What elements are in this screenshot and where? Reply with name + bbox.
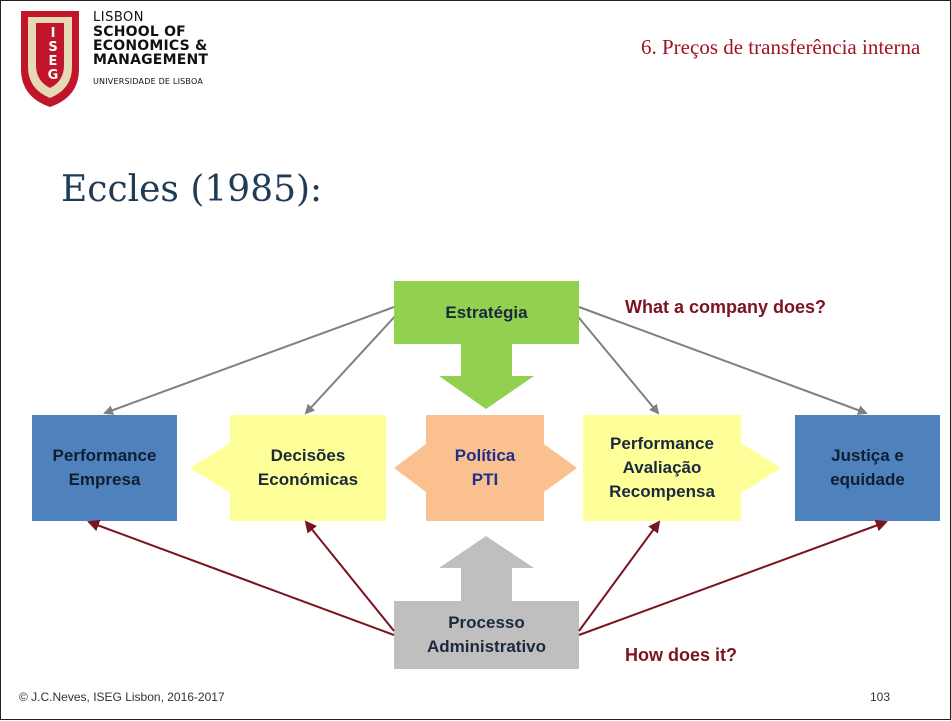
logo-letter-4: G: [47, 68, 59, 83]
arrow-estrategia-avaliacao: [574, 312, 660, 415]
arrow-processo-avaliacao: [578, 520, 661, 632]
logo-letter-2: S: [48, 40, 58, 55]
logo-letters: I S E G: [43, 27, 63, 83]
decisoes-line: Económicas: [257, 470, 359, 489]
performance-empresa-line: Performance: [52, 446, 157, 465]
school-name: LISBON SCHOOL OF ECONOMICS & MANAGEMENT …: [93, 11, 208, 89]
estrategia-label: Estratégia: [394, 281, 579, 344]
processo-up-arrow: [439, 536, 534, 601]
school-line: ECONOMICS &: [93, 38, 208, 54]
estrategia-box: [394, 281, 579, 344]
arrow-estrategia-justica: [578, 306, 868, 415]
avaliacao-line: Recompensa: [609, 482, 715, 501]
decisoes-label: Decisões Económicas: [230, 415, 386, 521]
justica-line: Justiça e: [831, 446, 904, 465]
processo-line: Administrativo: [426, 637, 547, 656]
estrategia-down-arrow: [439, 344, 534, 409]
annotation-what: What a company does?: [625, 297, 827, 317]
school-line: SCHOOL OF: [93, 24, 186, 40]
arrow-processo-performance-empresa: [87, 519, 395, 636]
processo-label: Processo Administrativo: [394, 601, 579, 669]
page-title: Eccles (1985):: [61, 169, 323, 210]
iseg-logo-icon: [21, 11, 79, 107]
logo-letter-3: E: [48, 54, 58, 69]
section-title: 6. Preços de transferência interna: [641, 35, 921, 59]
processo-line: Processo: [448, 613, 525, 632]
avaliacao-label: Performance Avaliação Recompensa: [583, 415, 741, 521]
footer-copyright: © J.C.Neves, ISEG Lisbon, 2016-2017: [19, 690, 225, 704]
school-line: LISBON: [93, 10, 144, 25]
university-name: UNIVERSIDADE DE LISBOA: [93, 77, 204, 86]
performance-empresa-box: [32, 415, 177, 521]
justica-box: [795, 415, 940, 521]
decisoes-line: Decisões: [270, 446, 346, 465]
avaliacao-line: Performance: [610, 434, 714, 453]
logo-letter-1: I: [50, 26, 56, 41]
arrow-processo-justica: [578, 519, 888, 636]
arrow-processo-decisoes: [304, 520, 395, 632]
justica-line: equidade: [830, 470, 905, 489]
avaliacao-arrow-shape: [583, 415, 781, 521]
decisoes-arrow-shape: [190, 415, 386, 521]
justica-label: Justiça e equidade: [795, 415, 940, 521]
processo-box: [394, 601, 579, 669]
politica-line: Política: [454, 446, 516, 465]
estrategia-text: Estratégia: [445, 302, 528, 322]
arrow-estrategia-decisoes: [304, 312, 399, 415]
performance-empresa-label: Performance Empresa: [32, 415, 177, 521]
school-line: MANAGEMENT: [93, 52, 209, 68]
performance-empresa-line: Empresa: [68, 470, 141, 489]
avaliacao-line: Avaliação: [622, 458, 702, 477]
politica-label: Política PTI: [426, 415, 544, 521]
arrow-estrategia-performance-empresa: [103, 306, 395, 415]
page-number: 103: [870, 690, 891, 704]
politica-arrow-shape: [394, 415, 577, 521]
annotation-how: How does it?: [625, 645, 737, 665]
politica-line: PTI: [471, 470, 499, 489]
